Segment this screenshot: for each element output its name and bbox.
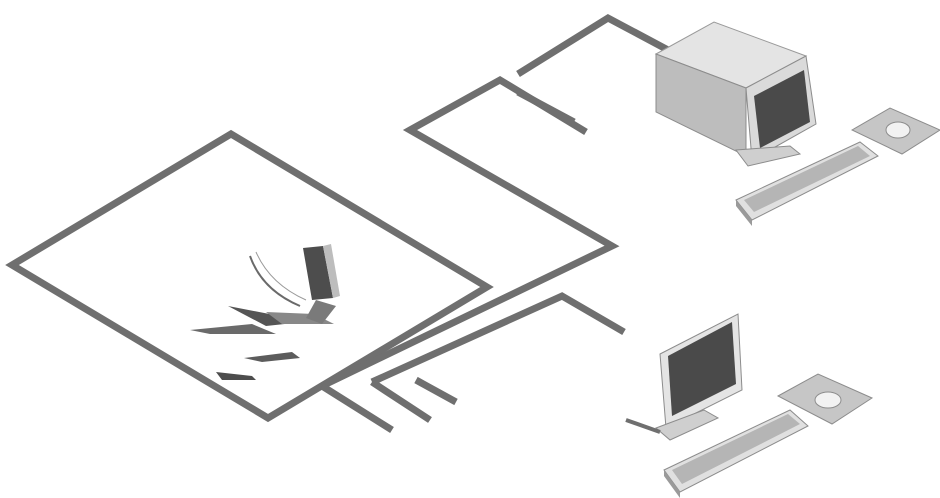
shards-graphic [190,244,340,380]
keyboard-icon [735,141,879,226]
shard [244,352,300,362]
cable-stub [516,88,576,126]
monitor-stand [655,409,720,441]
crt-screen [754,70,810,148]
cable-leg-1 [320,383,394,433]
mousepad-icon [776,373,874,425]
floor-plan-board [5,129,494,423]
shard-arc [255,251,307,301]
monitor-cable [625,418,661,434]
flat-monitor-icon [625,313,743,441]
keyboard-keys [672,414,800,484]
keyboard-front [664,470,680,498]
crt-monitor-icon [654,21,817,167]
cable-leg-3 [370,292,626,386]
keyboard-keys [744,146,870,212]
mouse-icon [885,121,911,139]
keyboard-icon [663,409,809,498]
cable-runs [320,13,670,433]
mousepad-icon [850,107,940,155]
workstation-small [625,313,874,498]
mouse-icon [814,391,842,409]
shard [216,372,256,380]
keyboard-front [736,200,752,226]
shard [323,244,340,298]
board-outline [5,129,494,423]
cable-to-large-workstation-b [516,13,670,77]
shard [303,246,333,300]
shard-arc [249,255,301,307]
monitor-screen [668,322,736,416]
cable-leg-4 [414,376,458,406]
cable-leg-2 [370,379,432,423]
workstation-large [654,21,940,226]
crt-base [735,145,802,167]
shard [306,300,336,324]
shard [190,324,276,334]
